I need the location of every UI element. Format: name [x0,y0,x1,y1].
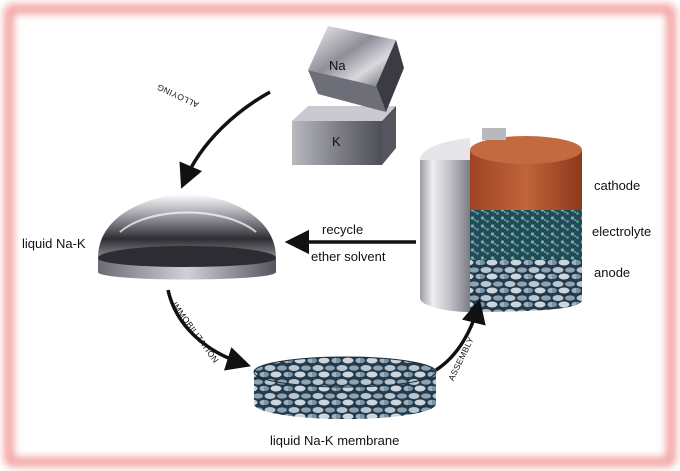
alloying-arrow [179,90,271,189]
na-cube [308,26,404,112]
battery-cell [420,128,582,312]
assembly-arrow [435,298,486,372]
electrolyte-label: electrolyte [592,224,652,239]
na-label: Na [329,58,346,73]
liquid-nak-droplet [98,194,276,280]
k-label: K [332,134,341,149]
anode-label: anode [594,265,631,280]
immobilization-arrow [166,289,252,371]
membrane-label: liquid Na-K membrane [270,433,400,448]
cathode-label: cathode [594,178,641,193]
membrane-disk [253,356,437,419]
frame-border [8,8,672,463]
recycle-label: recycle [322,222,364,237]
ether-solvent-label: ether solvent [311,249,386,264]
k-cube [292,106,396,165]
liquid-nak-label: liquid Na-K [22,236,86,251]
